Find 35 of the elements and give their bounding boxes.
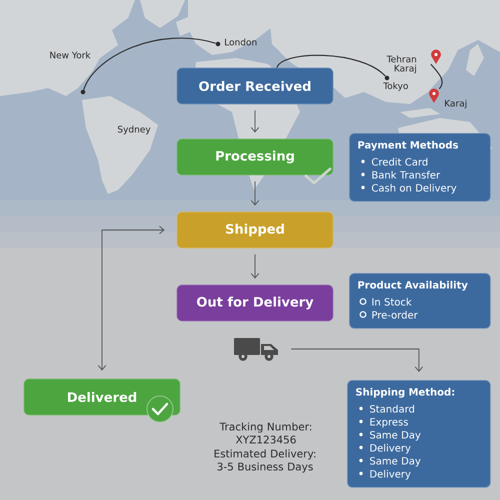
- node-label: Express: [370, 418, 408, 428]
- city-label: Tehran: [386, 56, 416, 62]
- arrow: [250, 110, 260, 133]
- city-label: Karaj: [394, 64, 416, 74]
- node-label: Same Day: [370, 431, 421, 441]
- info-box: Payment Methods Credit Card Bank Transfer Cash on Delivery: [349, 133, 491, 202]
- info-box: Shipping Method: Standard Express Same Day Delivery Same Day Delivery: [347, 380, 491, 488]
- node-label: Bank Transfer: [372, 170, 440, 179]
- city-label: New York: [50, 52, 91, 58]
- city-label: Karaj: [445, 100, 466, 108]
- truck-icon: [234, 338, 278, 361]
- city-label: Tokyo: [383, 82, 408, 91]
- node-label: Credit Card: [372, 158, 428, 166]
- node-label: Shipping Method:: [356, 388, 454, 398]
- note-text: Tracking Number: XYZ123456: [220, 422, 312, 444]
- step-box: Out for Delivery: [176, 284, 334, 322]
- route-line: [83, 38, 216, 90]
- step-box: Order Received: [176, 68, 334, 104]
- arrow: [250, 254, 260, 279]
- info-box: Product Availability In Stock Pre-order: [349, 273, 491, 329]
- arrow: [98, 226, 165, 371]
- node-label: Same Day: [370, 457, 421, 467]
- node-label: Delivery: [370, 444, 411, 454]
- node-label: Delivery: [370, 470, 411, 480]
- arrow: [290, 348, 424, 372]
- node-label: Payment Methods: [358, 140, 458, 151]
- arrow: [250, 180, 260, 206]
- note-text: Estimated Delivery: 3-5 Business Days: [214, 449, 316, 473]
- step-box: Processing: [176, 138, 334, 176]
- route-line: [430, 64, 443, 90]
- city-label: Sydney: [118, 126, 150, 134]
- route-line: [276, 54, 386, 77]
- node-label: Standard: [370, 404, 414, 413]
- node-label: Cash on Delivery: [372, 184, 456, 194]
- city-label: London: [225, 38, 256, 46]
